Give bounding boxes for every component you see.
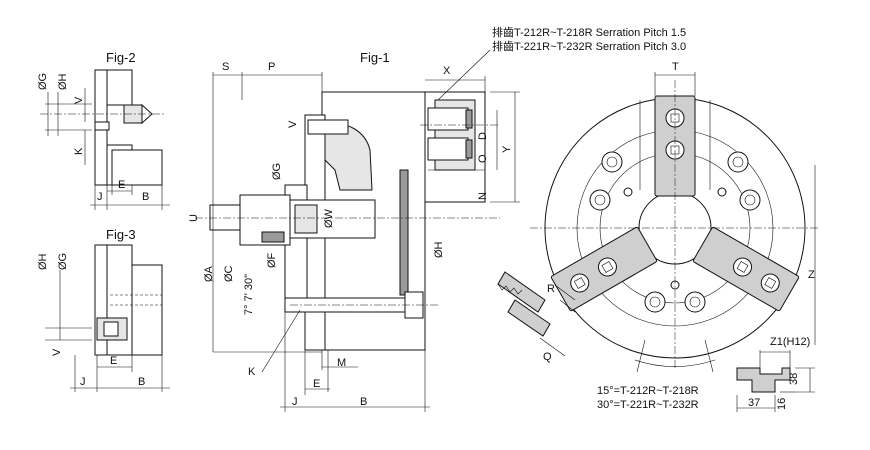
tslot-dim-16: 16 [776,398,788,410]
fig2-dim-V: V [73,96,85,104]
fig3-bolt [103,321,119,337]
front-jaw-right [692,226,800,312]
fig2-dim-K: K [73,147,85,155]
angle-note-2: 30°=T-221R~T-232R [597,399,699,411]
front-dim-Z: Z [808,269,815,281]
front-serration-detail: R Q [497,271,576,363]
fig1-upper-bolt [307,119,349,135]
fig1-dim-V: V [287,120,299,128]
fig1-title: Fig-1 [360,50,390,65]
fig3-dim-G: ØG [57,253,69,270]
serration-note-2: 排齒T-221R~T-232R Serration Pitch 3.0 [492,39,686,53]
fig3-title: Fig-3 [106,227,136,242]
fig1-jaw-bolt-2 [427,137,469,161]
fig2-dim-B: B [142,191,149,203]
front-dim-T: T [672,61,679,73]
fig3-dim-V: V [51,348,63,356]
fig3-dim-H: ØH [37,253,49,270]
front-view: T Z 15°=T-212R~T-218R 30°=T-221R~T-232R … [497,61,820,411]
fig1-dim-O: O [477,154,489,163]
fig2-key [94,121,110,131]
fig1-dim-A: ØA [203,265,215,282]
fig2-chuck-edge [111,149,163,186]
fig1-dim-angles: 7° 7' 30" [243,274,255,315]
fig1-jaw-bolt-1 [427,107,469,131]
fig2-dim-J: J [97,191,103,203]
fig1-dim-C: ØC [223,265,235,282]
fig1-dim-D: D [477,132,489,140]
tslot-z1: Z1(H12) [770,336,810,348]
fig1-dim-G: ØG [271,163,283,180]
fig2-flange [106,69,133,106]
fig1-dim-K: K [248,366,256,378]
front-dim-Q: Q [543,351,552,363]
fig1-dim-N: N [477,192,489,200]
fig1-dim-W: ØW [323,208,335,228]
tslot-dim-38: 38 [788,373,800,385]
fig1-dim-U: U [188,214,200,222]
fig3-dim-E: E [110,355,117,367]
fig1-dim-J: J [292,396,298,408]
fig2-title: Fig-2 [106,50,136,65]
fig3-dim-B: B [138,376,145,388]
fig2-detail: Fig-2 ØG ØH V K J E B [37,50,170,210]
fig3-dim-J: J [80,376,86,388]
front-bolt-holes [589,151,761,313]
tslot-dim-37: 37 [748,397,760,409]
fig2-dim-E: E [118,179,125,191]
fig3-chuck-edge [131,264,163,356]
fig3-detail: Fig-3 ØH ØG V E J B [37,227,170,392]
fig1-dim-P: P [268,61,275,73]
front-jaw-left [550,226,658,312]
fig1-dim-H: ØH [433,241,445,258]
fig1-setscrew [261,231,285,243]
front-dim-R: R [547,283,555,295]
tslot-profile [736,367,791,393]
fig1-front-ring [399,169,409,296]
fig1-dim-B: B [360,396,367,408]
fig1-dim-X: X [443,65,451,77]
fig1-dim-M: M [337,357,346,369]
fig1-section: Fig-1 S P [188,49,520,412]
tslot-detail: Z1(H12) 38 37 16 [736,336,815,412]
fig1-dim-F: ØF [266,252,278,268]
fig1-dim-Y: Y [501,145,513,153]
serration-note-1: 排齒T-212R~T-218R Serration Pitch 1.5 [492,25,686,39]
fig1-dim-E: E [313,378,320,390]
fig2-dim-H: ØH [57,73,69,90]
angle-note-1: 15°=T-212R~T-218R [597,385,699,397]
fig2-dim-G: ØG [37,73,49,90]
fig1-dim-S: S [222,61,229,73]
